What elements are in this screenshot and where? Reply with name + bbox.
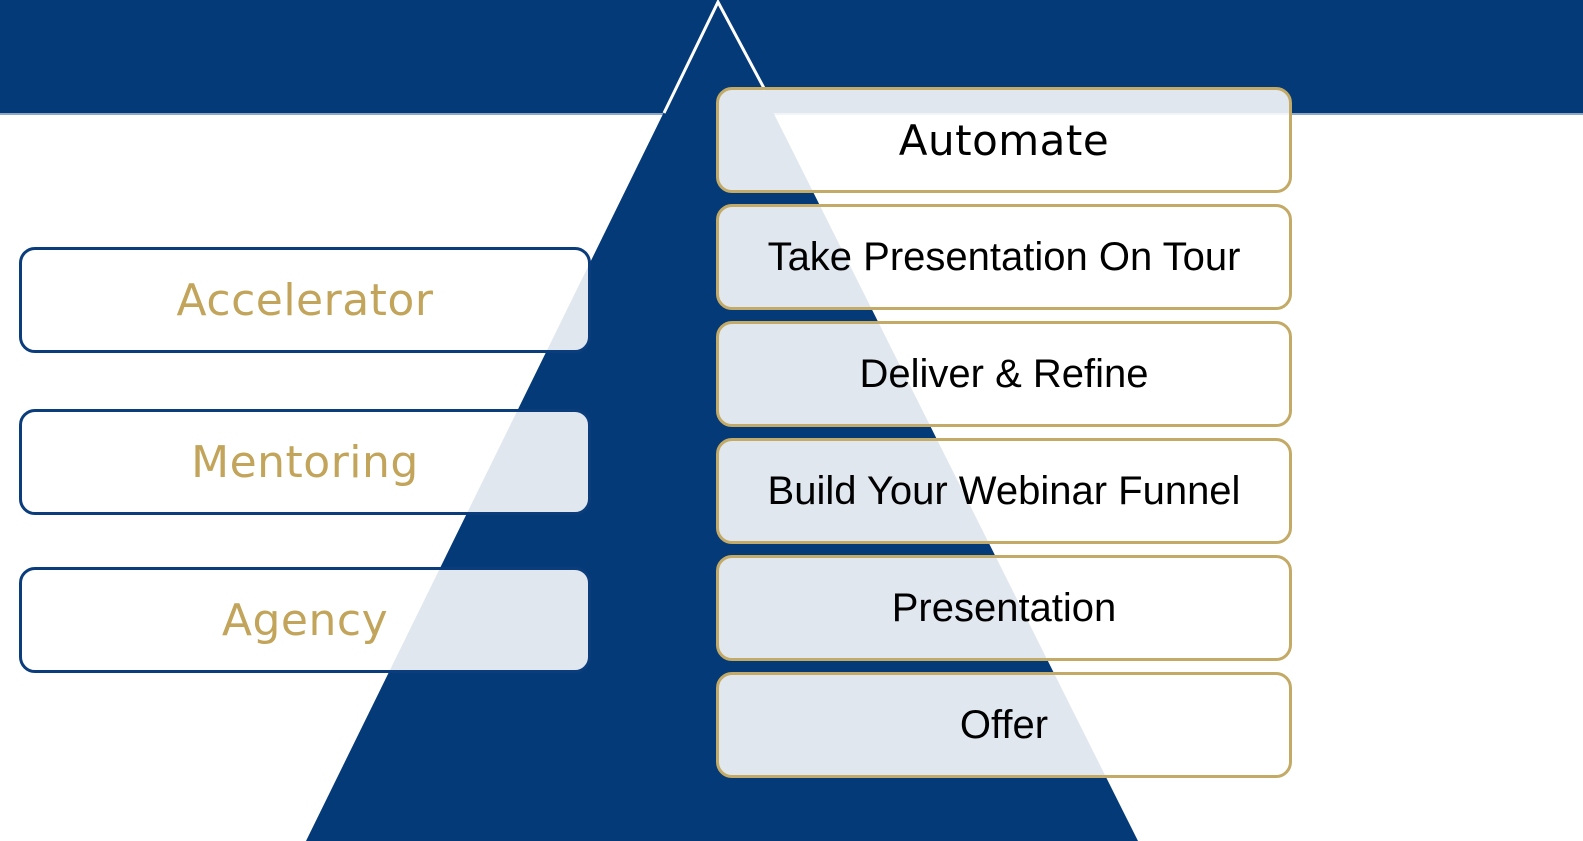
tier-label: Mentoring xyxy=(191,436,419,488)
tier-agency: Agency xyxy=(19,567,591,673)
tier-label: Agency xyxy=(221,594,389,646)
step-offer: Offer xyxy=(716,672,1292,778)
step-label: Automate xyxy=(898,115,1110,165)
step-automate: Automate xyxy=(716,87,1292,193)
tier-mentoring: Mentoring xyxy=(19,409,591,515)
step-take-presentation-on-tour: Take Presentation On Tour xyxy=(716,204,1292,310)
step-label: Presentation xyxy=(891,585,1117,630)
step-label: Build Your Webinar Funnel xyxy=(767,468,1241,513)
step-label: Offer xyxy=(959,702,1049,747)
step-build-webinar-funnel: Build Your Webinar Funnel xyxy=(716,438,1292,544)
step-presentation: Presentation xyxy=(716,555,1292,661)
step-deliver-refine: Deliver & Refine xyxy=(716,321,1292,427)
tier-label: Accelerator xyxy=(176,274,434,326)
step-label: Deliver & Refine xyxy=(859,351,1149,396)
tier-accelerator: Accelerator xyxy=(19,247,591,353)
step-label: Take Presentation On Tour xyxy=(767,234,1241,279)
